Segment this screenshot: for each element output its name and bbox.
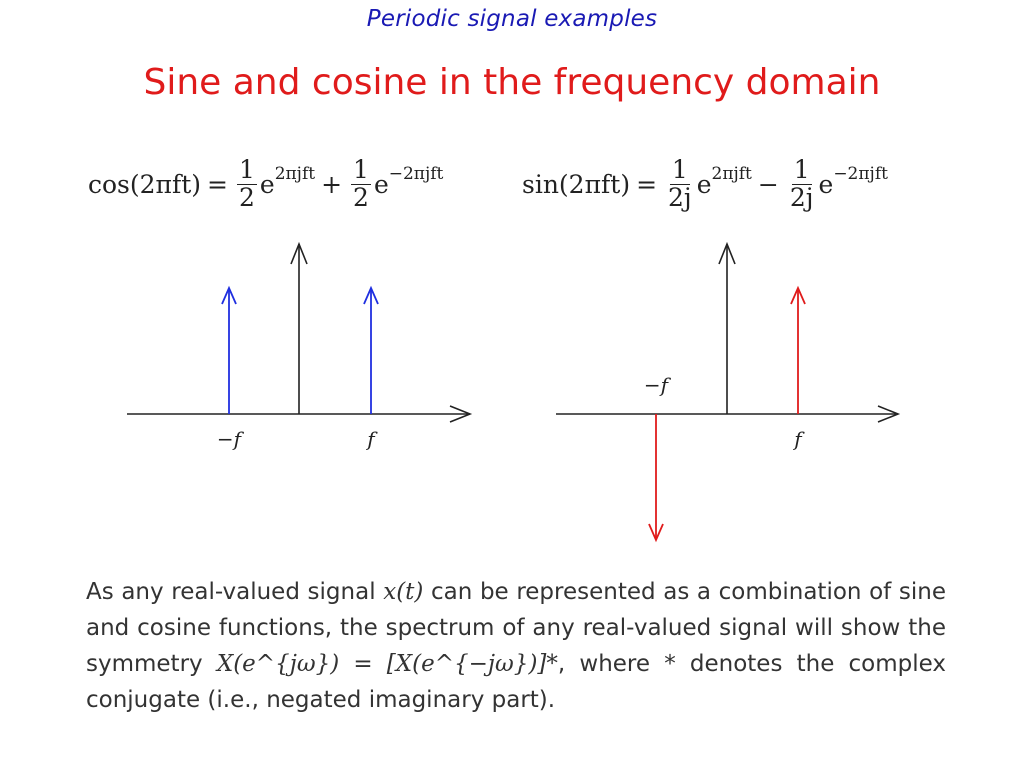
- fraction-denominator: 2j: [789, 182, 814, 212]
- sin-freq-axis-arrowhead: [877, 405, 901, 423]
- cos-freq-axis-arrowhead: [449, 405, 473, 423]
- slide-header: Periodic signal examples: [366, 6, 658, 32]
- exponent: 2πjft: [711, 164, 752, 184]
- math-symmetry: X(e^{jω}) = [X(e^{−jω})]*: [216, 651, 558, 677]
- fraction: 1 2j: [666, 157, 694, 211]
- paragraph-text: , where * denotes the complex conjugate …: [86, 651, 946, 713]
- exp-base: e: [818, 169, 834, 199]
- sin-pos-impulse-arrowhead: [790, 285, 806, 305]
- sin-neg-impulse-arrowhead: [648, 523, 664, 543]
- equals-sign: =: [207, 169, 228, 199]
- fraction-numerator: 1: [791, 155, 812, 185]
- fraction-denominator: 2: [353, 182, 369, 212]
- cos-lhs: cos(2πft): [88, 169, 202, 199]
- fraction: 1 2j: [788, 157, 816, 211]
- exponent: −2πjft: [833, 164, 888, 184]
- fraction: 1 2: [351, 157, 371, 211]
- cos-spectrum-diagram: −f f: [127, 241, 473, 451]
- exponent: 2πjft: [274, 164, 316, 184]
- cos-neg-f-label: −f: [217, 427, 245, 451]
- cos-pos-f-label: f: [365, 427, 378, 451]
- exp-base: e: [696, 169, 712, 199]
- explanation-paragraph: As any real-valued signal x(t) can be re…: [86, 574, 946, 718]
- paragraph-text: As any real-valued signal: [86, 579, 384, 605]
- fraction-numerator: 1: [669, 155, 690, 185]
- minus-sign: −: [757, 169, 779, 199]
- cos-neg-impulse-arrowhead: [221, 285, 237, 305]
- paragraph-text: can be represented as a combination of s…: [86, 579, 946, 677]
- fraction-numerator: 1: [236, 155, 257, 185]
- cos-vertical-axis-arrowhead: [290, 241, 308, 265]
- sin-spectrum-diagram: −f f: [556, 241, 901, 543]
- fraction-denominator: 2j: [668, 182, 692, 212]
- sin-neg-f-label: −f: [644, 373, 672, 397]
- slide-title: Sine and cosine in the frequency domain: [143, 62, 881, 103]
- exp-base: e: [259, 169, 275, 199]
- sin-pos-f-label: f: [792, 427, 805, 451]
- sin-vertical-axis-arrowhead: [718, 241, 736, 265]
- cos-pos-impulse-arrowhead: [363, 285, 379, 305]
- sin-lhs: sin(2πft): [522, 169, 631, 199]
- equals-sign: =: [636, 169, 658, 199]
- exp-base: e: [373, 169, 389, 199]
- math-signal: x(t): [383, 579, 424, 605]
- plus-sign: +: [321, 169, 343, 199]
- exponent: −2πjft: [388, 164, 444, 184]
- fraction-denominator: 2: [238, 182, 255, 212]
- fraction-numerator: 1: [351, 155, 371, 185]
- fraction: 1 2: [236, 155, 257, 212]
